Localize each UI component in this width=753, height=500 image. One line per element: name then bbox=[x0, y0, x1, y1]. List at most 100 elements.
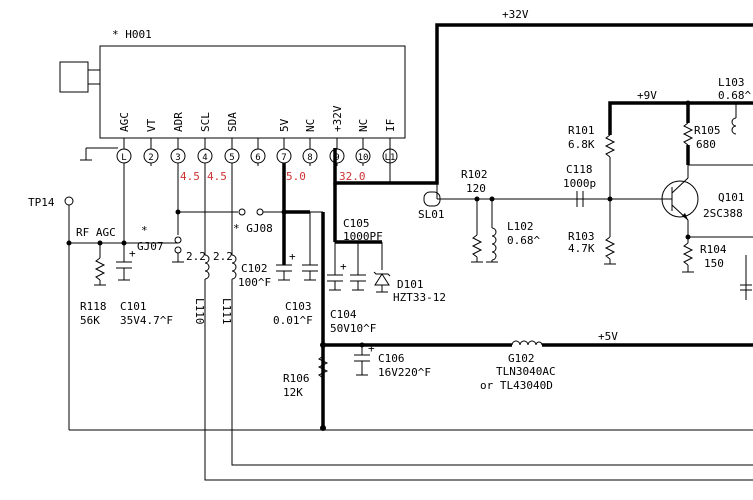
pin-name: SCL bbox=[199, 112, 212, 132]
rail-9v-label: +9V bbox=[637, 89, 657, 102]
r105-value: 680 bbox=[696, 138, 716, 151]
pin-number: 8 bbox=[307, 153, 312, 163]
l102-ref: L102 bbox=[507, 220, 534, 233]
c102-value: 100^F bbox=[238, 276, 271, 289]
rail-9v: +9V R101 6.8K R103 4.7K bbox=[568, 89, 753, 265]
rail-32v-label: +32V bbox=[502, 8, 529, 21]
r102-l102-group: R102 120 L102 0.68^ bbox=[461, 168, 540, 263]
pin-name: NC bbox=[357, 119, 370, 132]
pin-number: 10 bbox=[358, 153, 369, 163]
gj07-jumper: * GJ07 bbox=[137, 163, 238, 263]
c118-ref: C118 bbox=[566, 163, 593, 176]
pin-number: 3 bbox=[175, 153, 180, 163]
pin-voltage: 5.0 bbox=[286, 170, 306, 183]
pin-number: 7 bbox=[281, 153, 286, 163]
pin-number: 9 bbox=[334, 153, 339, 163]
pin-number: 2 bbox=[148, 153, 153, 163]
r104-group: R104 150 bbox=[682, 220, 753, 300]
c104-ref: C104 bbox=[330, 308, 357, 321]
module-body bbox=[99, 45, 406, 139]
c104-c105-d101: + C105 1000PF D101 HZT33-12 C104 50V10^F bbox=[327, 183, 446, 335]
r104-resistor bbox=[682, 242, 694, 266]
r103-value: 4.7K bbox=[568, 242, 595, 255]
pin-name: IF bbox=[384, 119, 397, 132]
tp14-rf-agc: TP14 RF AGC R118 56K + C101 35V4.7^F bbox=[28, 163, 178, 430]
l110-label: L110 bbox=[193, 298, 206, 325]
rf-connector-neck bbox=[87, 69, 101, 85]
pin-voltage: 4.5 bbox=[207, 170, 227, 183]
pin-number: 5 bbox=[229, 153, 234, 163]
l102-value: 0.68^ bbox=[507, 234, 540, 247]
r105-ref: R105 bbox=[694, 124, 721, 137]
c103-value: 0.01^F bbox=[273, 314, 313, 327]
r101-ref: R101 bbox=[568, 124, 595, 137]
q101-transistor: Q101 2SC388 bbox=[660, 177, 745, 221]
pin-voltage: 32.0 bbox=[339, 170, 366, 183]
if-signal-path bbox=[389, 148, 590, 200]
r103-ref: R103 bbox=[568, 230, 595, 243]
r103-resistor bbox=[604, 236, 616, 260]
svg-text:+: + bbox=[368, 342, 375, 355]
l103-value: 0.68^ bbox=[718, 89, 751, 102]
c118-value: 1000p bbox=[563, 177, 596, 190]
sl01-label: SL01 bbox=[418, 208, 445, 221]
c105-value: 1000PF bbox=[343, 230, 383, 243]
l102-inductor bbox=[491, 227, 497, 261]
l110-l111-coils: 2.2 2.2 L110 L111 bbox=[69, 163, 753, 481]
gj07-star: * bbox=[141, 224, 148, 237]
pin-name: 5V bbox=[278, 118, 291, 132]
c106-value: 16V220^F bbox=[378, 366, 431, 379]
pin-name: +32V bbox=[331, 105, 344, 132]
c106-ref: C106 bbox=[378, 352, 405, 365]
r105-l103-group: R105 680 L103 0.68^ bbox=[682, 76, 753, 178]
q101-value: 2SC388 bbox=[703, 207, 743, 220]
q101-ref: Q101 bbox=[718, 191, 745, 204]
r106-resistor bbox=[317, 355, 329, 379]
g102-ref: G102 bbox=[508, 352, 535, 365]
svg-text:+: + bbox=[129, 247, 136, 260]
c102-ref: C102 bbox=[241, 262, 268, 275]
sl01-ferrite: SL01 bbox=[418, 191, 445, 221]
pin-name: NC bbox=[304, 119, 317, 132]
pin-voltage: 4.5 bbox=[180, 170, 200, 183]
pin-number: 6 bbox=[255, 153, 260, 163]
r104-ref: R104 bbox=[700, 243, 727, 256]
tp14-label: TP14 bbox=[28, 196, 55, 209]
c101-ref: C101 bbox=[120, 300, 147, 313]
r102-resistor bbox=[471, 234, 483, 258]
r106-value: 12K bbox=[283, 386, 303, 399]
ground-symbol bbox=[80, 147, 118, 161]
r105-resistor bbox=[682, 122, 694, 146]
pin-number: L bbox=[121, 153, 126, 163]
svg-text:+: + bbox=[340, 260, 347, 273]
supply-5v-decoupling: + C102 100^F C103 0.01^F bbox=[238, 163, 326, 431]
r102-ref: R102 bbox=[461, 168, 488, 181]
c105-ref: C105 bbox=[343, 217, 370, 230]
pin-name: ADR bbox=[172, 112, 185, 132]
d101-ref: D101 bbox=[397, 278, 424, 291]
g102-value: TLN3040AC bbox=[496, 365, 556, 378]
g102-alt: or TL43040D bbox=[480, 379, 553, 392]
r118-ref: R118 bbox=[80, 300, 107, 313]
r106-ref: R106 bbox=[283, 372, 310, 385]
c101-value: 35V4.7^F bbox=[120, 314, 173, 327]
r101-resistor bbox=[604, 134, 616, 158]
r118-value: 56K bbox=[80, 314, 100, 327]
c118-capacitor: C118 1000p bbox=[563, 163, 660, 207]
r101-value: 6.8K bbox=[568, 138, 595, 151]
rf-agc-label: RF AGC bbox=[76, 226, 116, 239]
r104-value: 150 bbox=[704, 257, 724, 270]
pin-name: AGC bbox=[118, 112, 131, 132]
l111-label: L111 bbox=[220, 298, 233, 325]
module-designator: * H001 bbox=[112, 28, 152, 41]
rail-5v-label: +5V bbox=[598, 330, 618, 343]
rail-5v: + C106 16V220^F G102 TLN3040AC or TL4304… bbox=[283, 330, 753, 399]
r118-resistor bbox=[94, 257, 106, 281]
c104-value: 50V10^F bbox=[330, 322, 376, 335]
coil-22-a: 2.2 bbox=[186, 250, 206, 263]
pin-name: VT bbox=[145, 118, 158, 132]
gj07-label: GJ07 bbox=[137, 240, 164, 253]
d101-value: HZT33-12 bbox=[393, 291, 446, 304]
rf-input-connector bbox=[59, 61, 89, 93]
